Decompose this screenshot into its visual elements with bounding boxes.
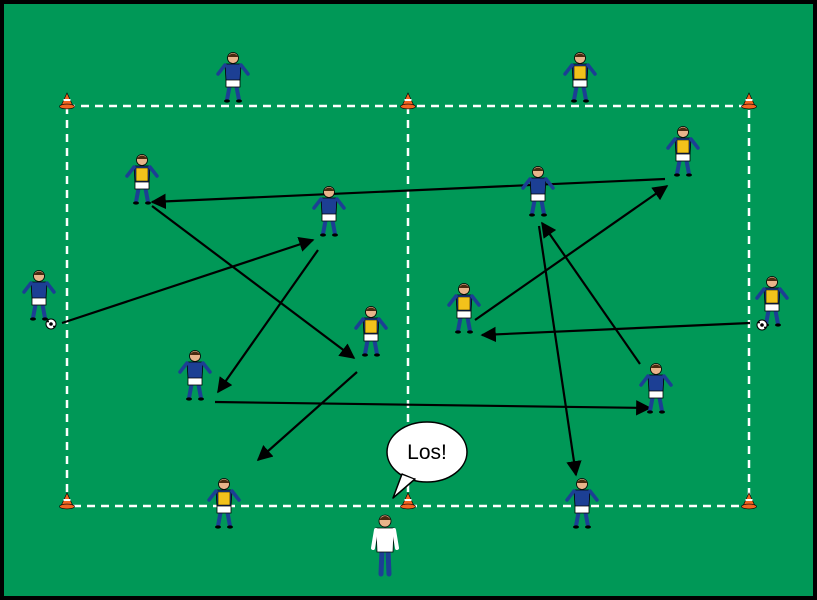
arrow: [61, 237, 315, 325]
speech-bubble: Los!: [386, 421, 468, 499]
ball-icon: [756, 319, 768, 331]
coach: [371, 514, 399, 577]
coach-speech-text: Los!: [407, 441, 447, 464]
arrow: [474, 185, 669, 321]
arrow: [214, 400, 652, 416]
arrow: [151, 205, 356, 359]
arrow: [217, 249, 319, 394]
ball-icon: [45, 318, 57, 330]
arrows: [61, 177, 751, 477]
arrow: [537, 225, 582, 477]
arrow: [541, 221, 641, 365]
arrow: [150, 177, 666, 210]
arrow: [256, 371, 358, 462]
